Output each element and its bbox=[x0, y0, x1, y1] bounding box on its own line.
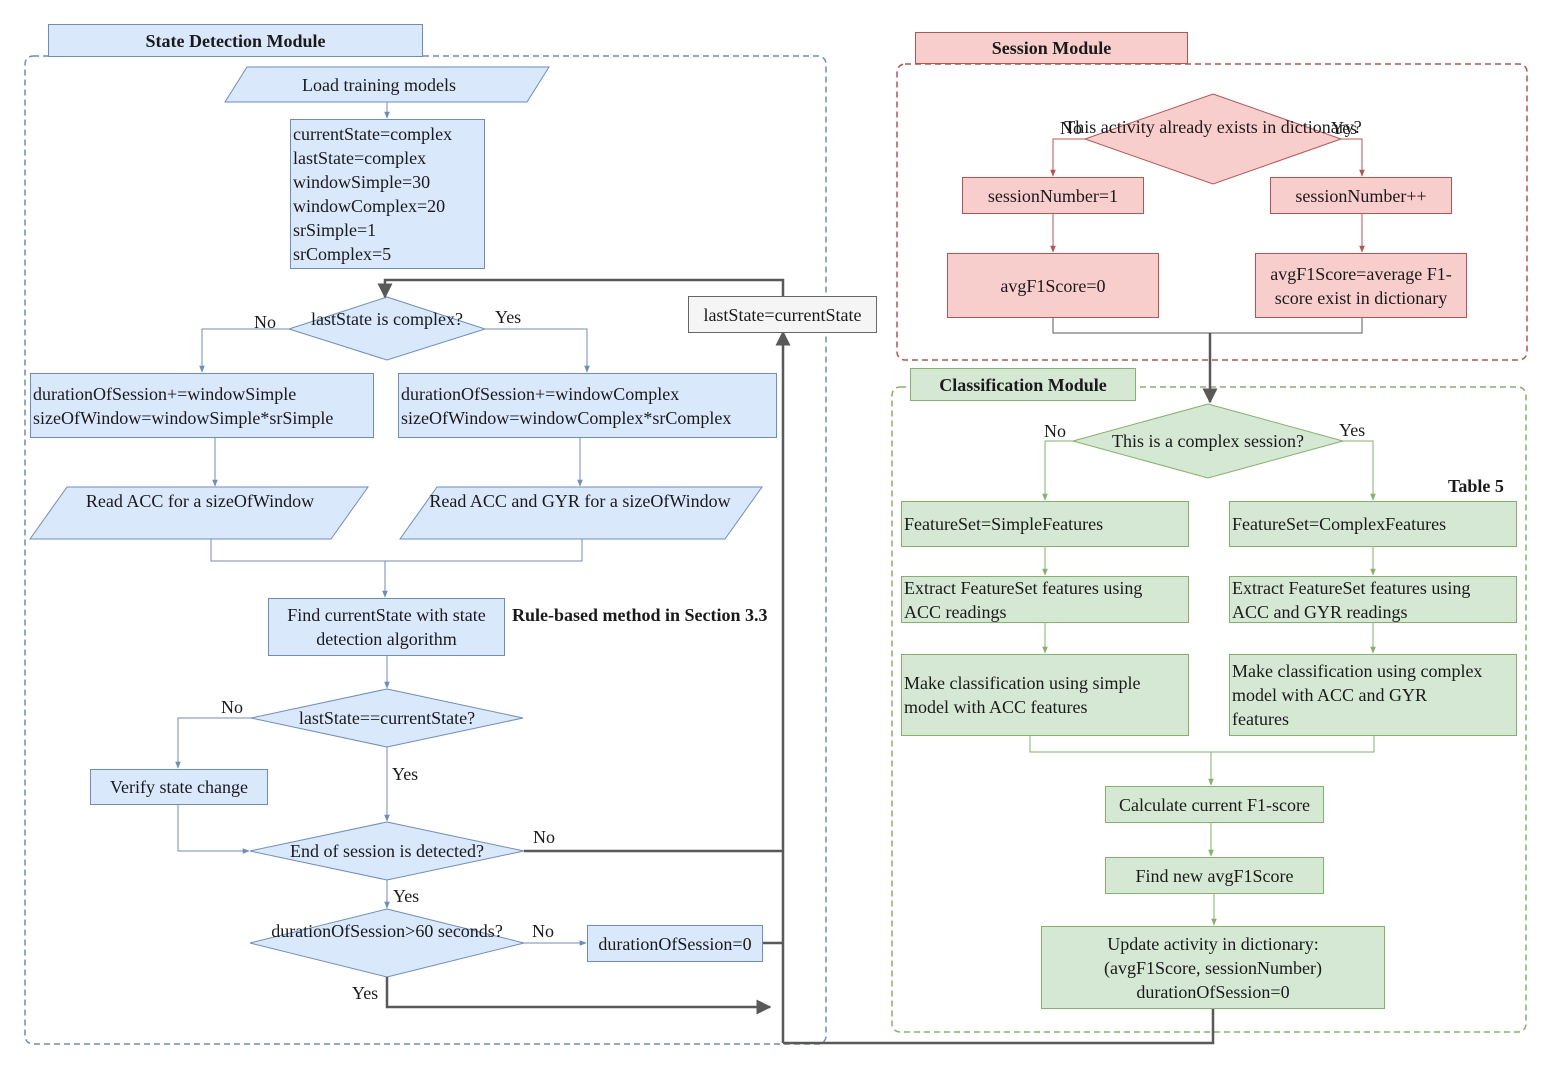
edge-label-yes: Yes bbox=[1331, 118, 1358, 138]
state-equal-label: lastState==currentState? bbox=[298, 708, 476, 728]
duration-complex-box: durationOfSession+=windowComplex sizeOfW… bbox=[398, 373, 777, 438]
duration-simple-box: durationOfSession+=windowSimple sizeOfWi… bbox=[30, 373, 374, 438]
read-acc-gyr-label: Read ACC and GYR for a sizeOfWindow bbox=[429, 491, 731, 511]
classify-complex-box: Make classification using complex model … bbox=[1229, 654, 1517, 736]
update-dict-box: Update activity in dictionary: (avgF1Sco… bbox=[1041, 926, 1385, 1009]
verify-state-box: Verify state change bbox=[90, 769, 268, 805]
edge-label-no: No bbox=[1044, 421, 1066, 441]
edge-label-yes: Yes bbox=[393, 886, 420, 906]
is-complex-diamond bbox=[1071, 403, 1345, 479]
extract-complex-box: Extract FeatureSet features using ACC an… bbox=[1229, 576, 1517, 623]
end-session-label: End of session is detected? bbox=[290, 841, 484, 861]
session-container bbox=[896, 63, 1528, 361]
feature-simple-box: FeatureSet=SimpleFeatures bbox=[901, 501, 1189, 547]
edge-label-no: No bbox=[254, 312, 276, 332]
find-current-state-box: Find currentState with state detection a… bbox=[268, 598, 505, 656]
classification-module-title: Classification Module bbox=[910, 368, 1136, 401]
activity-exists-diamond bbox=[1083, 93, 1343, 185]
edge-label-no: No bbox=[221, 697, 243, 717]
calc-f1-box: Calculate current F1-score bbox=[1105, 786, 1324, 823]
laststate-complex-diamond bbox=[287, 296, 487, 361]
is-complex-label: This is a complex session? bbox=[1112, 431, 1304, 451]
feature-complex-box: FeatureSet=ComplexFeatures bbox=[1229, 501, 1517, 547]
classify-simple-box: Make classification using simple model w… bbox=[901, 654, 1189, 736]
edge-label-yes: Yes bbox=[1339, 420, 1366, 440]
classification-container bbox=[891, 386, 1527, 1033]
laststate-complex-label: lastState is complex? bbox=[311, 309, 463, 329]
read-acc-gyr-shape bbox=[399, 486, 763, 540]
read-acc-label: Read ACC for a sizeOfWindow bbox=[85, 491, 315, 511]
edge-label-yes: Yes bbox=[495, 307, 522, 327]
load-models-label: Load training models bbox=[302, 75, 456, 95]
session-one-box: sessionNumber=1 bbox=[962, 177, 1144, 214]
table-5-note: Table 5 bbox=[1448, 476, 1504, 496]
avg-existing-box: avgF1Score=average F1- score exist in di… bbox=[1255, 253, 1467, 318]
edge-label-no: No bbox=[1060, 118, 1082, 138]
find-avg-box: Find new avgF1Score bbox=[1105, 857, 1324, 894]
session-inc-box: sessionNumber++ bbox=[1270, 177, 1452, 214]
read-acc-shape bbox=[29, 486, 369, 540]
laststate-update-box: lastState=currentState bbox=[688, 296, 877, 333]
state-detection-module-title: State Detection Module bbox=[48, 24, 423, 57]
activity-exists-label: This activity already exists in dictiona… bbox=[1064, 117, 1362, 137]
edge-label-no: No bbox=[532, 921, 554, 941]
edge-label-yes: Yes bbox=[352, 983, 379, 1003]
load-models-shape bbox=[224, 66, 550, 103]
extract-simple-box: Extract FeatureSet features using ACC re… bbox=[901, 576, 1189, 623]
avg-zero-box: avgF1Score=0 bbox=[947, 253, 1159, 318]
edge-label-no: No bbox=[533, 827, 555, 847]
duration-reset-box: durationOfSession=0 bbox=[587, 925, 763, 962]
duration-check-label: durationOfSession>60 seconds? bbox=[271, 921, 503, 941]
init-variables-box: currentState=complex lastState=complex w… bbox=[290, 119, 485, 269]
session-module-title: Session Module bbox=[915, 32, 1188, 64]
edge-label-yes: Yes bbox=[392, 764, 419, 784]
rule-based-note: Rule-based method in Section 3.3 bbox=[512, 605, 768, 625]
state-detection-container bbox=[24, 55, 827, 1045]
